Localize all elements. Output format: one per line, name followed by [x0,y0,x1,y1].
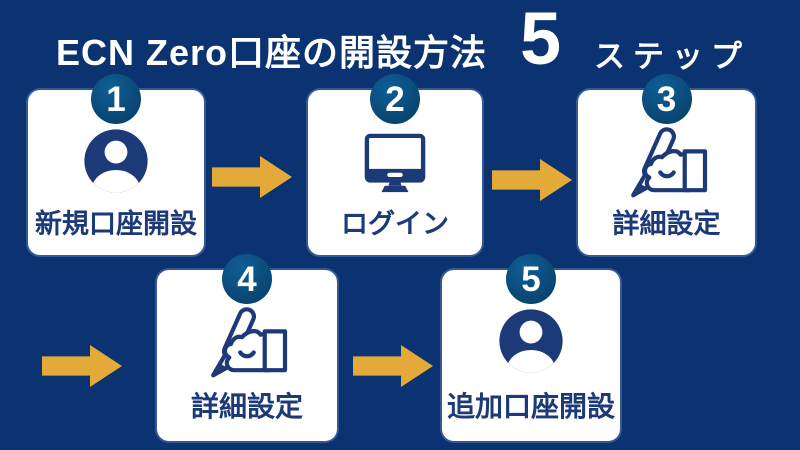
writing-hand-icon [202,306,292,382]
user-icon [83,128,149,194]
step-card-2: 2 ログイン [308,74,482,255]
writing-hand-icon [622,126,712,202]
step-label: 詳細設定 [612,209,721,239]
step-number-badge: 5 [506,254,556,304]
step-card-5: 5 追加口座開設 [442,254,620,441]
step-label: 詳細設定 [190,391,303,422]
step-number: 4 [237,259,257,299]
step-label: ログイン [341,209,449,239]
arrow-right-icon [42,345,122,387]
step-number: 5 [521,259,541,299]
step-number-badge: 2 [370,74,420,124]
step-card-4: 4 詳細設定 [157,254,337,441]
step-count: 5 [520,0,562,80]
arrow-right-icon [212,156,292,198]
step-number: 3 [656,79,677,119]
arrow-right-icon [492,159,572,201]
arrow-right-icon [353,345,433,387]
step-label: 新規口座開設 [35,209,197,239]
step-number-badge: 4 [222,254,272,304]
step-number: 2 [385,79,405,119]
monitor-icon [361,132,429,194]
step-number-badge: 1 [91,74,141,124]
step-card-1: 1 新規口座開設 [28,74,204,255]
page-title: ECN Zero口座の開設方法 [56,32,488,73]
step-number: 1 [106,79,126,119]
step-card-3: 3 詳細設定 [578,74,755,255]
user-icon [498,308,564,374]
step-label: 追加口座開設 [446,391,615,422]
step-count-suffix: ステップ [594,39,750,74]
step-number-badge: 3 [641,74,692,124]
